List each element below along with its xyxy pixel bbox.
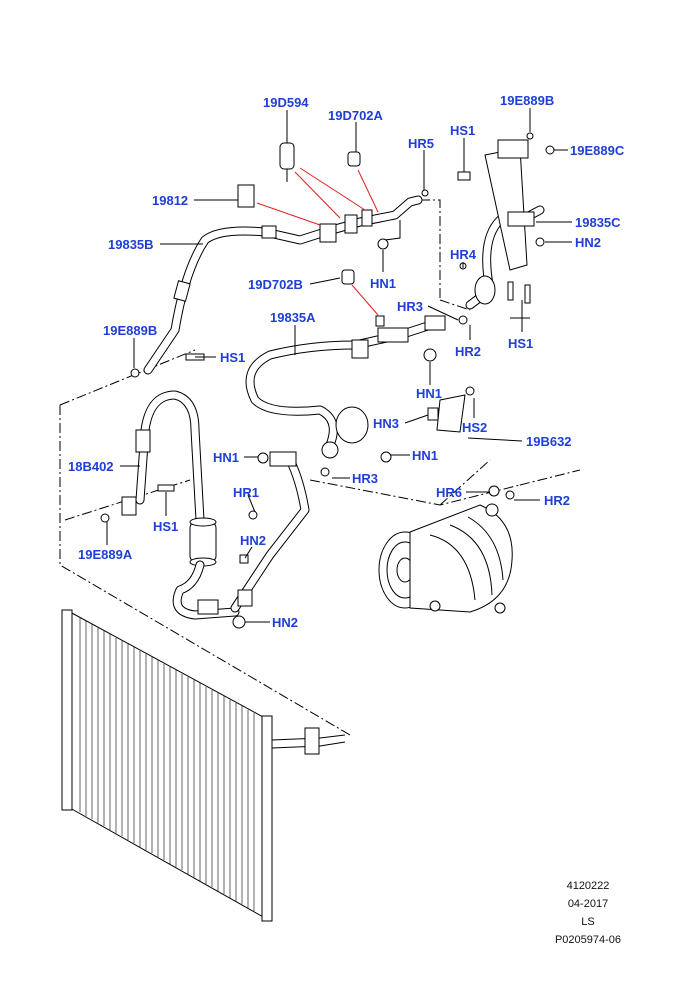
label-18B402: 18B402 bbox=[68, 459, 114, 474]
label-HN2-b: HN2 bbox=[240, 533, 266, 548]
label-HR2-b: HR2 bbox=[544, 493, 570, 508]
label-HR6: HR6 bbox=[436, 485, 462, 500]
label-HN3: HN3 bbox=[373, 416, 399, 431]
label-19835B: 19835B bbox=[108, 237, 154, 252]
label-HS2: HS2 bbox=[462, 420, 487, 435]
hose-19835B bbox=[143, 225, 330, 375]
label-19D702A: 19D702A bbox=[328, 108, 384, 123]
label-HS1-d: HS1 bbox=[153, 519, 178, 534]
hose-19812-line bbox=[319, 195, 423, 243]
hose-lower-loop bbox=[172, 451, 310, 620]
label-HN1-a: HN1 bbox=[370, 276, 396, 291]
label-HR1: HR1 bbox=[233, 485, 259, 500]
label-HN1-d: HN1 bbox=[412, 448, 438, 463]
hose-18B402 bbox=[121, 390, 205, 525]
label-HS1-c: HS1 bbox=[220, 350, 245, 365]
label-19D594: 19D594 bbox=[263, 95, 309, 110]
part-labels: 19D594 19D702A 19E889B HS1 HR5 19E889C 1… bbox=[68, 93, 625, 630]
label-19835C: 19835C bbox=[575, 215, 621, 230]
label-HS1-top: HS1 bbox=[450, 123, 475, 138]
footer-code: 4120222 bbox=[566, 880, 610, 892]
label-19835A: 19835A bbox=[270, 310, 316, 325]
label-HN1-b: HN1 bbox=[416, 386, 442, 401]
label-HR3-a: HR3 bbox=[397, 299, 423, 314]
label-HR5: HR5 bbox=[408, 136, 434, 151]
label-19E889A: 19E889A bbox=[78, 547, 133, 562]
footer-date: 04-2017 bbox=[567, 898, 609, 910]
receiver-drier-icon bbox=[189, 517, 217, 567]
label-19812: 19812 bbox=[152, 193, 188, 208]
hose-19835C bbox=[465, 139, 545, 310]
label-HR3-b: HR3 bbox=[352, 471, 378, 486]
leader-lines bbox=[106, 108, 572, 623]
label-HN1-c: HN1 bbox=[213, 450, 239, 465]
label-HR4: HR4 bbox=[450, 247, 477, 262]
condenser-icon bbox=[61, 609, 346, 922]
hose-19835A bbox=[245, 315, 446, 459]
label-HN2-c: HN2 bbox=[272, 615, 298, 630]
label-19E889B-top: 19E889B bbox=[500, 93, 554, 108]
label-19D702B: 19D702B bbox=[248, 277, 303, 292]
label-19E889B-left: 19E889B bbox=[103, 323, 157, 338]
footer-variant: LS bbox=[581, 916, 595, 928]
highlight-leaders bbox=[256, 167, 379, 316]
label-HS1-b: HS1 bbox=[508, 336, 533, 351]
footer-illustration-id: P0205974-06 bbox=[554, 934, 622, 946]
label-HN2-a: HN2 bbox=[575, 235, 601, 250]
label-HR2-a: HR2 bbox=[455, 344, 481, 359]
compressor-icon bbox=[378, 503, 513, 614]
label-19E889C: 19E889C bbox=[570, 143, 625, 158]
label-19B632: 19B632 bbox=[526, 434, 572, 449]
parts-small bbox=[100, 132, 555, 629]
